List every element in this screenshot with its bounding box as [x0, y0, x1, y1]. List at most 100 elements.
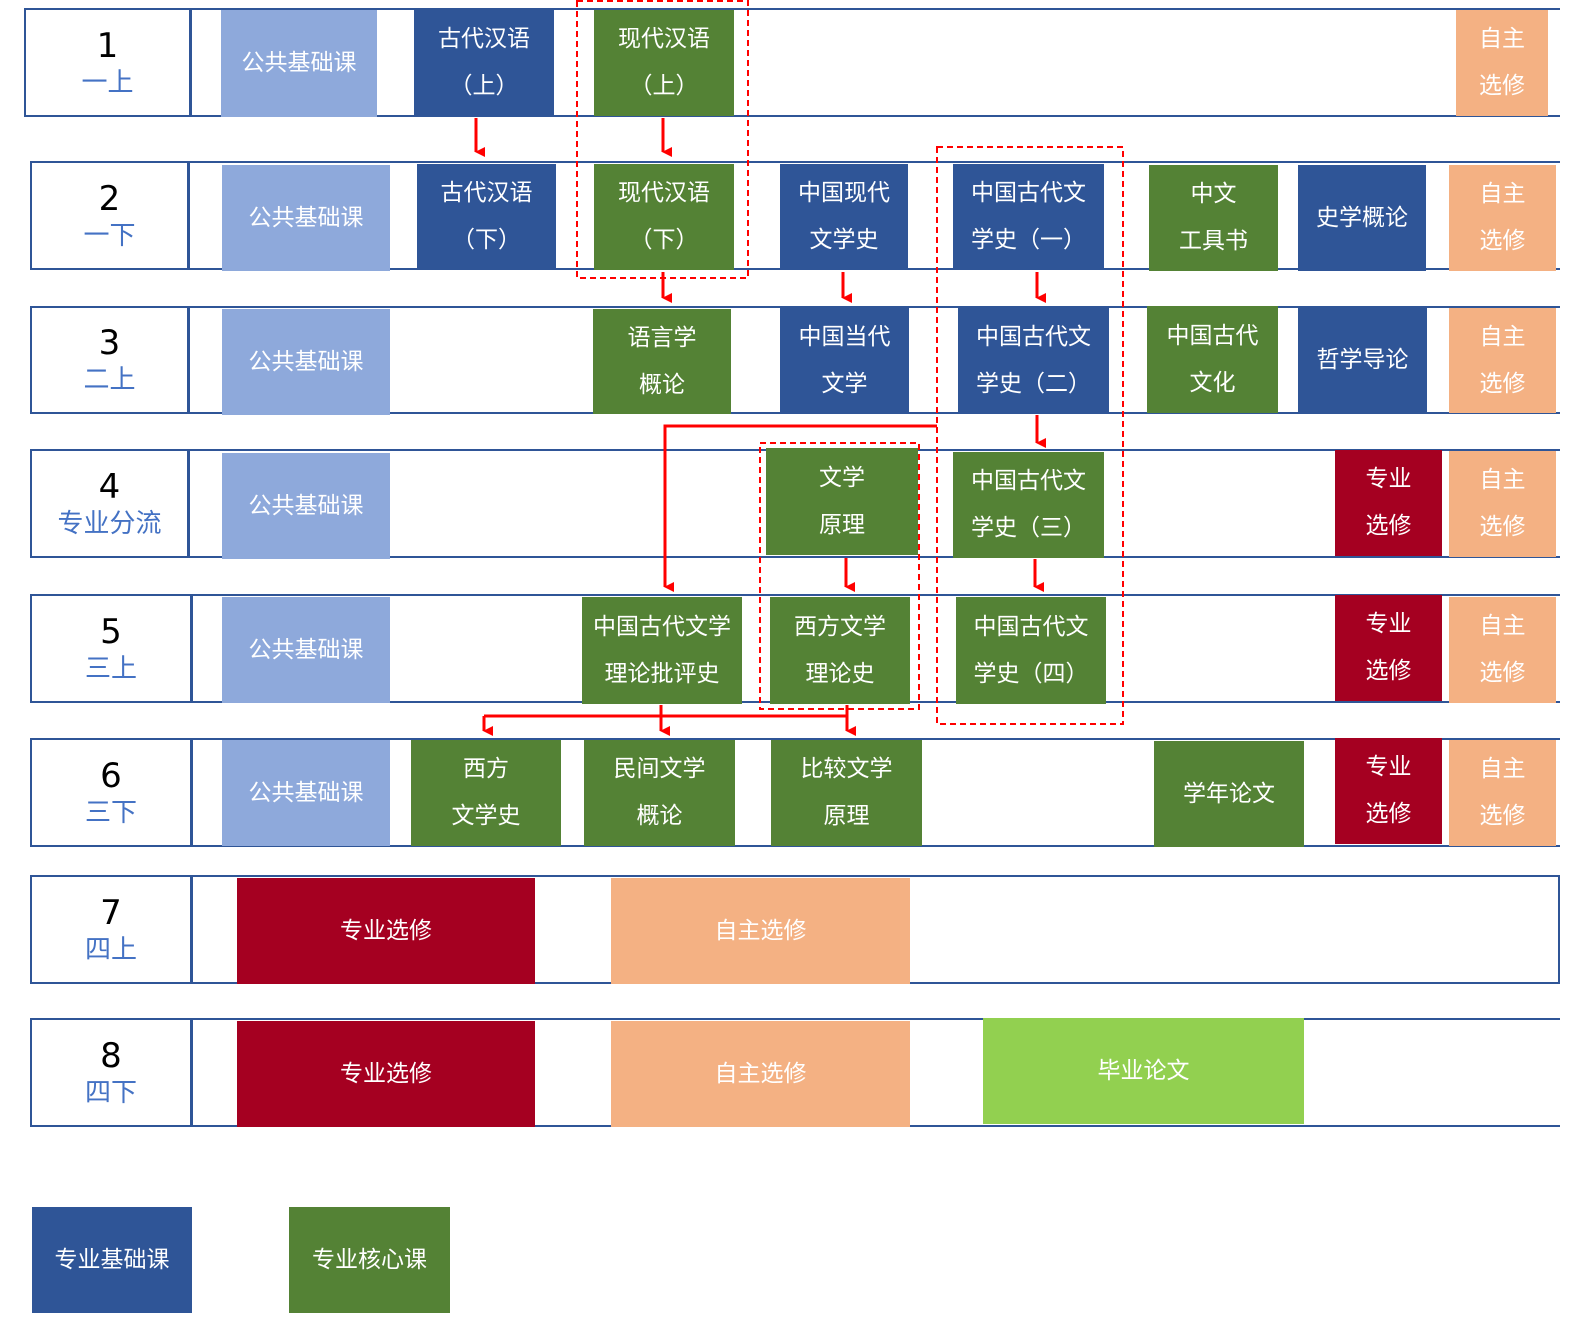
- course-label-line1: 专业: [1365, 754, 1412, 780]
- folk-lit-box: 民间文学 概论: [584, 740, 735, 846]
- course-label: 公共基础课: [241, 50, 357, 76]
- modern-lit-history-box: 中国现代 文学史: [780, 164, 908, 270]
- semester-term: 三下: [84, 797, 137, 828]
- course-label: 公共基础课: [248, 779, 364, 806]
- history-intro-box: 史学概论: [1298, 165, 1426, 271]
- semester-number: 7: [100, 892, 122, 933]
- self-elective-box: 自主 选修: [1449, 451, 1556, 557]
- row-line-3-top: [30, 306, 1560, 308]
- chinese-reference-box: 中文 工具书: [1149, 165, 1278, 271]
- semester-term: 四上: [84, 934, 137, 965]
- semester-term: 专业分流: [57, 508, 162, 539]
- semester-term: 四下: [84, 1077, 137, 1108]
- self-elective-box: 自主 选修: [1449, 740, 1556, 846]
- semester-label-3: 3 二上: [30, 306, 190, 414]
- course-label: 学年论文: [1183, 780, 1275, 807]
- course-label-line1: 中国当代: [798, 323, 891, 350]
- legend-base-course: 专业基础课: [32, 1207, 192, 1313]
- course-label-line1: 比较文学: [800, 756, 893, 782]
- semester-number: 8: [100, 1035, 122, 1076]
- major-elective-wide-box: 专业选修: [237, 1021, 535, 1127]
- major-elective-box: 专业 选修: [1335, 595, 1442, 701]
- philosophy-intro-box: 哲学导论: [1298, 308, 1427, 413]
- public-course-box: 公共基础课: [222, 740, 390, 846]
- course-label-line1: 中国古代文: [971, 180, 1086, 206]
- course-label-line2: 选修: [1479, 370, 1526, 397]
- ancient-chinese-1-box: 古代汉语 （上）: [414, 10, 554, 116]
- course-label-line2: （上）: [449, 73, 519, 99]
- row-line-1-bottom: [24, 115, 1560, 117]
- row-line-1-top: [24, 8, 1560, 10]
- graduation-thesis-box: 毕业论文: [983, 1018, 1304, 1124]
- course-label: 专业选修: [340, 1060, 432, 1087]
- arrow-ancient-history-to-criticism: [663, 424, 937, 592]
- major-elective-wide-box: 专业选修: [237, 878, 535, 984]
- course-label-line1: 中国现代: [798, 180, 890, 206]
- course-label-line2: 选修: [1365, 513, 1412, 539]
- comparative-lit-box: 比较文学 原理: [771, 740, 922, 846]
- course-label-line1: 自主: [1479, 323, 1526, 350]
- course-label: 自主选修: [714, 917, 807, 944]
- legend-label: 专业基础课: [54, 1246, 170, 1273]
- public-course-box: 公共基础课: [222, 453, 390, 559]
- course-label-line1: 自主: [1479, 756, 1526, 782]
- annual-paper-box: 学年论文: [1154, 741, 1304, 847]
- ancient-lit-history-1-box: 中国古代文 学史（一）: [953, 164, 1104, 270]
- semester-label-1: 1 一上: [24, 8, 192, 117]
- course-label-line1: 专业: [1365, 466, 1412, 492]
- course-label-line2: 理论史: [805, 660, 875, 687]
- course-label-line2: 学史（一）: [971, 227, 1086, 253]
- course-label: 公共基础课: [248, 492, 364, 519]
- semester-number: 2: [98, 178, 121, 219]
- row-line-6-top: [30, 738, 1560, 740]
- course-label-line2: 选修: [1365, 658, 1412, 684]
- row-line-3-bottom: [30, 412, 1560, 414]
- semester-number: 5: [100, 611, 122, 652]
- course-label-line2: 选修: [1479, 73, 1525, 99]
- major-elective-box: 专业 选修: [1335, 738, 1442, 844]
- dashed-group-literary-theory: [759, 442, 920, 710]
- major-elective-box: 专业 选修: [1335, 450, 1442, 556]
- course-label-line2: 原理: [823, 803, 870, 829]
- semester-label-2: 2 一下: [30, 161, 190, 270]
- row-line-4-bottom: [30, 556, 1560, 558]
- linguistics-intro-box: 语言学 概论: [593, 309, 731, 414]
- course-label-line2: 文化: [1189, 369, 1236, 396]
- course-label-line2: 文学史: [451, 803, 521, 829]
- course-label-line1: 语言学: [627, 324, 697, 351]
- course-label-line1: 古代汉语: [440, 180, 533, 206]
- self-elective-box: 自主 选修: [1449, 597, 1556, 703]
- legend-core-course: 专业核心课: [289, 1207, 450, 1313]
- course-label-line1: 现代汉语: [618, 26, 710, 52]
- self-elective-box: 自主 选修: [1449, 308, 1556, 413]
- public-course-box: 公共基础课: [221, 10, 377, 117]
- row-line-5-top: [30, 594, 1560, 596]
- semester-label-6: 6 三下: [30, 738, 193, 847]
- course-label-line2: 概论: [639, 371, 685, 398]
- course-label-line2: 工具书: [1179, 228, 1248, 254]
- semester-term: 二上: [83, 365, 136, 395]
- self-elective-wide-box: 自主选修: [611, 878, 910, 984]
- modern-chinese-2-box: 现代汉语 （下）: [594, 164, 734, 270]
- course-label-line1: 中国古代文: [973, 613, 1089, 640]
- course-label: 自主选修: [714, 1060, 807, 1087]
- semester-number: 4: [98, 466, 121, 507]
- course-label-line2: 选修: [1479, 660, 1526, 686]
- course-label: 公共基础课: [248, 348, 364, 375]
- course-label-line1: 专业: [1365, 611, 1412, 637]
- ancient-lit-history-2-box: 中国古代文 学史（二）: [958, 308, 1109, 413]
- course-label-line2: 学史（三）: [971, 515, 1086, 541]
- public-course-box: 公共基础课: [222, 309, 390, 415]
- course-label-line1: 中文: [1190, 181, 1237, 207]
- course-label-line1: 古代汉语: [438, 26, 530, 52]
- course-label: 公共基础课: [248, 204, 364, 231]
- legend-label: 专业核心课: [312, 1246, 427, 1273]
- dashed-group-ancient-lit-history: [936, 146, 1124, 725]
- course-label-line1: 现代汉语: [618, 180, 710, 206]
- course-label-line2: 文学史: [809, 227, 879, 253]
- course-label-line1: 中国古代: [1166, 322, 1259, 349]
- dashed-group-boxes: [576, 0, 1124, 725]
- course-label-line2: 概论: [636, 803, 683, 829]
- course-label-line2: 选修: [1479, 228, 1526, 254]
